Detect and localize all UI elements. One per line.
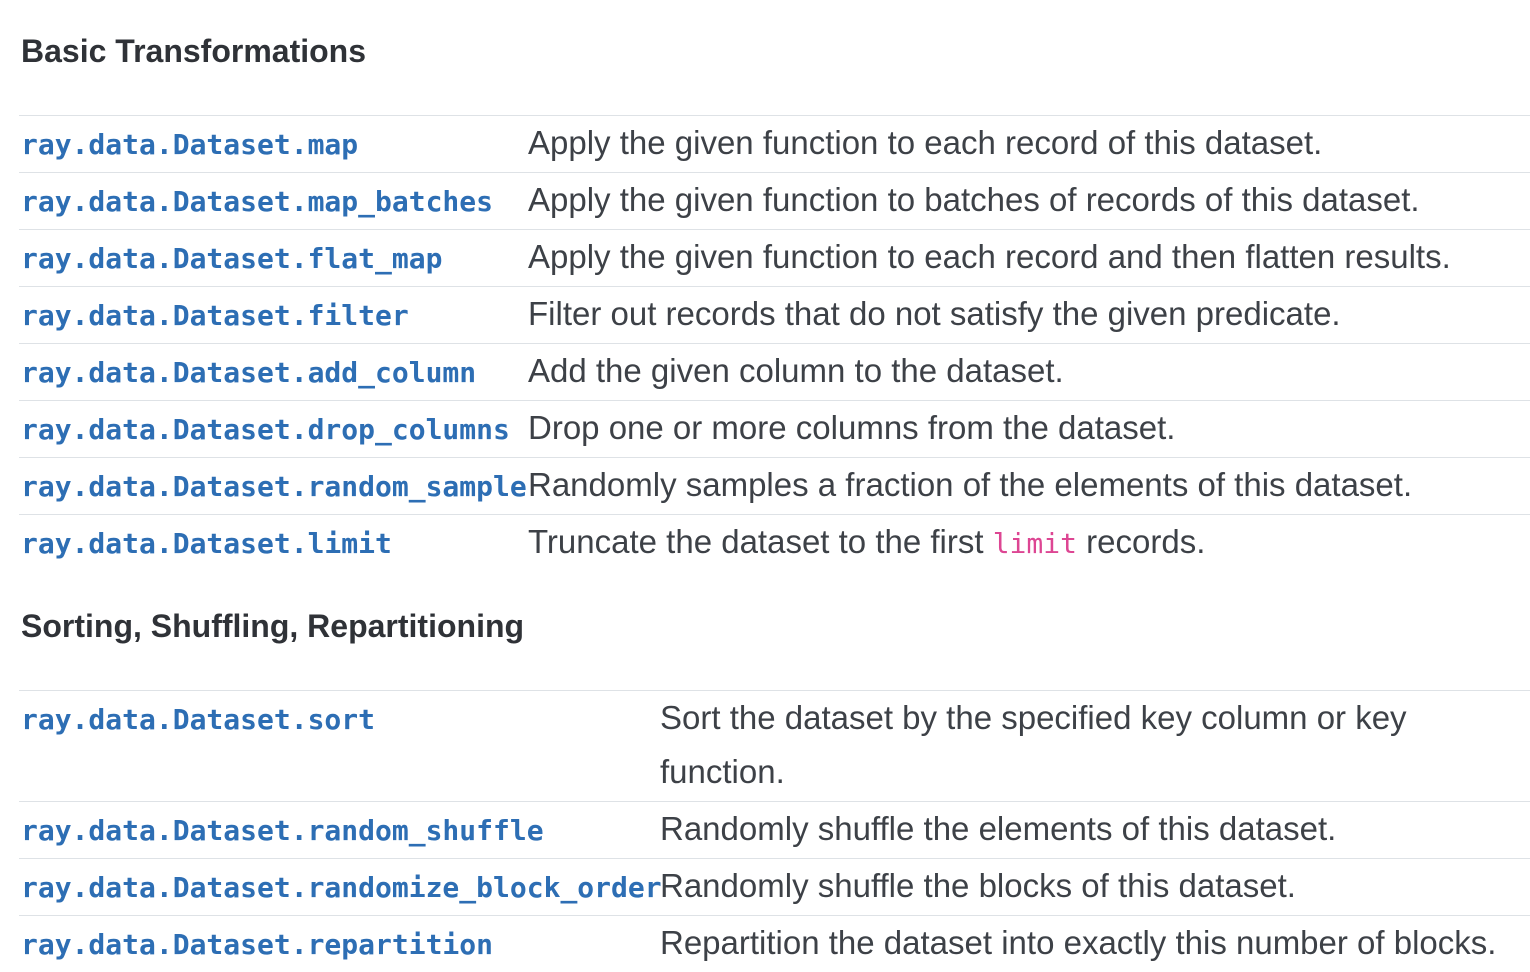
api-description: Drop one or more columns from the datase…: [526, 401, 1530, 458]
description-text: Repartition the dataset into exactly thi…: [660, 924, 1496, 961]
api-description: Sort the dataset by the specified key co…: [658, 691, 1530, 802]
table-row: ray.data.Dataset.map Apply the given fun…: [19, 116, 1530, 173]
description-text: Randomly shuffle the blocks of this data…: [660, 867, 1296, 904]
sorting-shuffling-repartitioning-table: ray.data.Dataset.sort Sort the dataset b…: [19, 690, 1530, 972]
description-text: Add the given column to the dataset.: [528, 352, 1064, 389]
description-text: Truncate the dataset to the first: [528, 523, 993, 560]
api-link-repartition[interactable]: ray.data.Dataset.repartition: [21, 928, 493, 961]
description-text: Randomly samples a fraction of the eleme…: [528, 466, 1412, 503]
section-title-basic-transformations: Basic Transformations: [21, 34, 1530, 68]
api-link-map[interactable]: ray.data.Dataset.map: [21, 128, 358, 161]
section-title-sorting-shuffling-repartitioning: Sorting, Shuffling, Repartitioning: [21, 609, 1530, 643]
api-link-random-sample[interactable]: ray.data.Dataset.random_sample: [21, 470, 527, 503]
api-description: Randomly shuffle the blocks of this data…: [658, 859, 1530, 916]
description-text: records.: [1077, 523, 1205, 560]
api-link-randomize-block-order[interactable]: ray.data.Dataset.randomize_block_order: [21, 871, 662, 904]
table-row: ray.data.Dataset.add_column Add the give…: [19, 344, 1530, 401]
table-row: ray.data.Dataset.repartition Repartition…: [19, 916, 1530, 972]
api-description: Apply the given function to each record …: [526, 230, 1530, 287]
description-text: Filter out records that do not satisfy t…: [528, 295, 1341, 332]
api-description: Apply the given function to each record …: [526, 116, 1530, 173]
table-row: ray.data.Dataset.sort Sort the dataset b…: [19, 691, 1530, 802]
api-description: Add the given column to the dataset.: [526, 344, 1530, 401]
api-description: Truncate the dataset to the first limit …: [526, 515, 1530, 572]
api-link-random-shuffle[interactable]: ray.data.Dataset.random_shuffle: [21, 814, 544, 847]
api-description: Repartition the dataset into exactly thi…: [658, 916, 1530, 972]
table-row: ray.data.Dataset.map_batches Apply the g…: [19, 173, 1530, 230]
table-row: ray.data.Dataset.flat_map Apply the give…: [19, 230, 1530, 287]
table-row: ray.data.Dataset.random_sample Randomly …: [19, 458, 1530, 515]
table-row: ray.data.Dataset.randomize_block_order R…: [19, 859, 1530, 916]
table-row: ray.data.Dataset.drop_columns Drop one o…: [19, 401, 1530, 458]
api-link-flat-map[interactable]: ray.data.Dataset.flat_map: [21, 242, 442, 275]
description-text: Apply the given function to each record …: [528, 238, 1451, 275]
api-link-map-batches[interactable]: ray.data.Dataset.map_batches: [21, 185, 493, 218]
api-description: Randomly shuffle the elements of this da…: [658, 802, 1530, 859]
description-text: Apply the given function to batches of r…: [528, 181, 1420, 218]
table-row: ray.data.Dataset.filter Filter out recor…: [19, 287, 1530, 344]
api-link-drop-columns[interactable]: ray.data.Dataset.drop_columns: [21, 413, 510, 446]
inline-code: limit: [993, 527, 1077, 560]
table-row: ray.data.Dataset.limit Truncate the data…: [19, 515, 1530, 572]
api-link-add-column[interactable]: ray.data.Dataset.add_column: [21, 356, 476, 389]
api-description: Apply the given function to batches of r…: [526, 173, 1530, 230]
api-description: Randomly samples a fraction of the eleme…: [526, 458, 1530, 515]
table-row: ray.data.Dataset.random_shuffle Randomly…: [19, 802, 1530, 859]
api-description: Filter out records that do not satisfy t…: [526, 287, 1530, 344]
api-link-sort[interactable]: ray.data.Dataset.sort: [21, 703, 375, 736]
description-text: Drop one or more columns from the datase…: [528, 409, 1175, 446]
description-text: Sort the dataset by the specified key co…: [660, 699, 1407, 790]
description-text: Randomly shuffle the elements of this da…: [660, 810, 1336, 847]
api-link-limit[interactable]: ray.data.Dataset.limit: [21, 527, 392, 560]
basic-transformations-table: ray.data.Dataset.map Apply the given fun…: [19, 115, 1530, 571]
api-link-filter[interactable]: ray.data.Dataset.filter: [21, 299, 409, 332]
description-text: Apply the given function to each record …: [528, 124, 1322, 161]
